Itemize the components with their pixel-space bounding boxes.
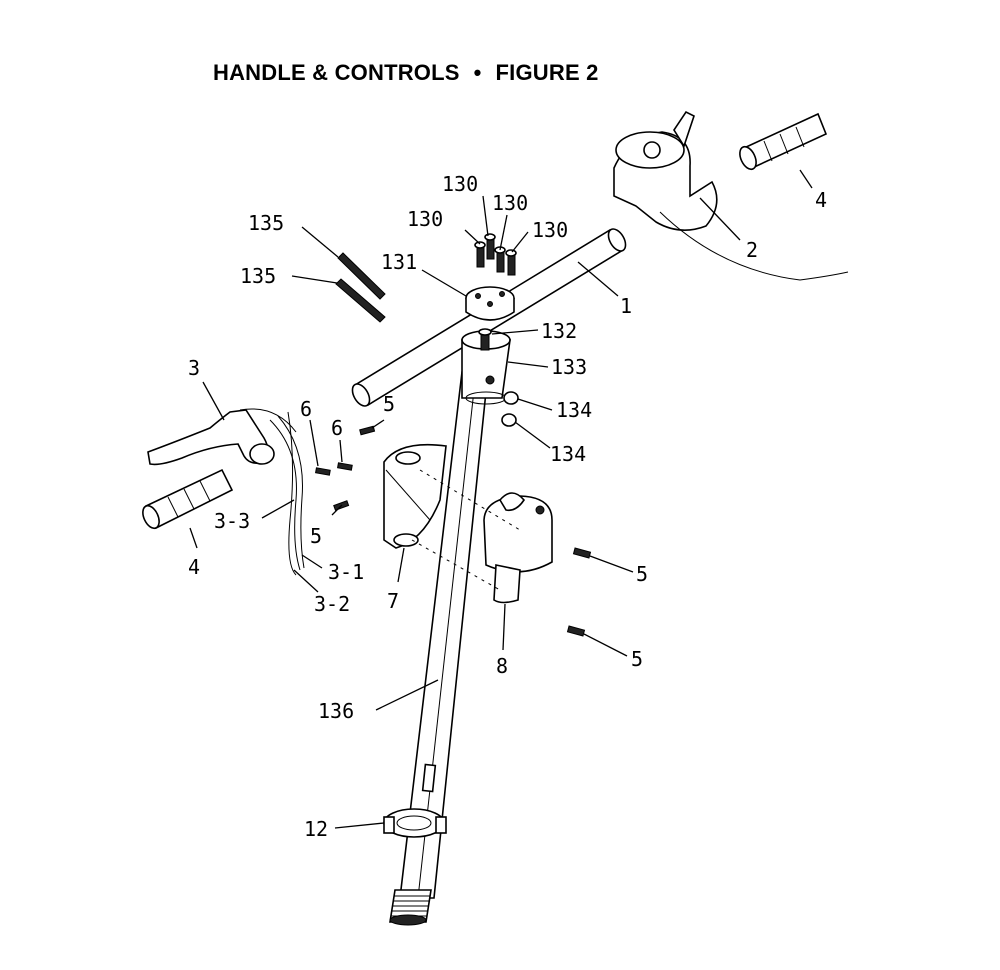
callout-133: 133 [551, 355, 587, 379]
collar-12 [383, 808, 447, 838]
callout-4: 4 [188, 555, 200, 579]
callout-7: 7 [387, 589, 399, 613]
callout-8: 8 [496, 654, 508, 678]
screw-130-1 [474, 241, 486, 268]
callout-6: 6 [300, 397, 312, 421]
callout-5: 5 [631, 647, 643, 671]
callout-3-1: 3-1 [328, 560, 364, 584]
callout-6: 6 [331, 416, 343, 440]
callout-5: 5 [383, 392, 395, 416]
callout-132: 132 [541, 319, 577, 343]
callout-136: 136 [318, 699, 354, 723]
figure-number: FIGURE 2 [495, 60, 599, 85]
callout-1: 1 [620, 294, 632, 318]
callout-131: 131 [381, 250, 417, 274]
grip-4-right [739, 112, 828, 171]
screw-130-3 [494, 246, 506, 273]
callout-134: 134 [556, 398, 592, 422]
callout-135: 135 [248, 211, 284, 235]
figure-title: HANDLE & CONTROLS • FIGURE 2 [213, 60, 599, 86]
callout-3-3: 3-3 [214, 509, 250, 533]
callout-3-2: 3-2 [314, 592, 350, 616]
figure-title-main: HANDLE & CONTROLS [213, 60, 460, 85]
callout-130: 130 [407, 207, 443, 231]
screw-130-2 [484, 233, 496, 260]
callout-130: 130 [532, 218, 568, 242]
brake-lever-3 [147, 408, 297, 466]
leader-lines [189, 169, 813, 829]
callout-135: 135 [240, 264, 276, 288]
steering-column-136 [389, 371, 489, 926]
callout-130: 130 [442, 172, 478, 196]
nuts-134 [501, 391, 519, 427]
callout-4: 4 [815, 188, 827, 212]
callout-3: 3 [188, 356, 200, 380]
bracket-8 [483, 492, 553, 604]
grip-4-left [142, 468, 234, 530]
throttle-housing-2 [613, 110, 849, 281]
callout-2: 2 [746, 238, 758, 262]
threaded-end [389, 889, 432, 926]
callout-134: 134 [550, 442, 586, 466]
clamp-cap-131 [465, 286, 515, 321]
bolts-135 [335, 252, 386, 323]
bracket-7 [383, 443, 447, 549]
brake-cables [269, 411, 305, 576]
callout-labels: 130 130 130 130 135 135 131 132 133 134 … [188, 172, 827, 841]
center-screw-132 [478, 328, 492, 351]
callout-12: 12 [304, 817, 328, 841]
screw-130-4 [505, 249, 517, 276]
title-separator: • [473, 60, 482, 85]
callout-130: 130 [492, 191, 528, 215]
callout-5: 5 [636, 562, 648, 586]
callout-5: 5 [310, 524, 322, 548]
screws-130 [474, 233, 517, 276]
